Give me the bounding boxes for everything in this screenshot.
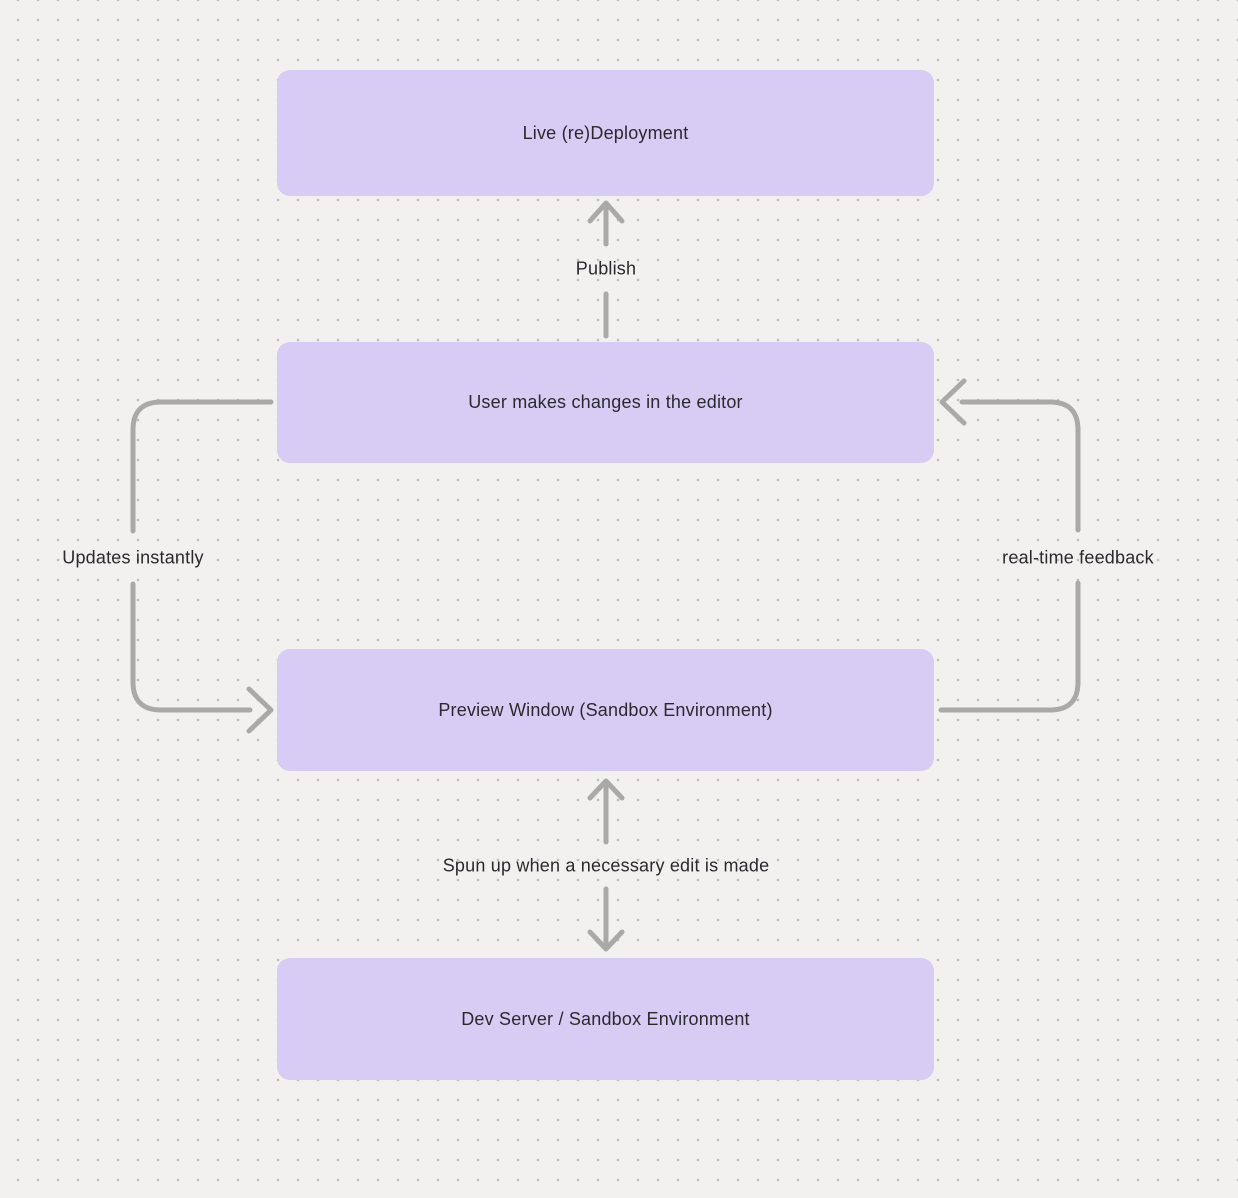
arrow-shaft [959, 399, 1081, 533]
node-preview-window[interactable]: Preview Window (Sandbox Environment) [277, 649, 934, 771]
node-label: User makes changes in the editor [468, 392, 743, 412]
node-live-redeployment[interactable]: Live (re)Deployment [277, 70, 934, 196]
edge-label-realtime-feedback: real-time feedback [1002, 547, 1154, 568]
node-editor-changes[interactable]: User makes changes in the editor [277, 342, 934, 463]
node-dev-server[interactable]: Dev Server / Sandbox Environment [277, 958, 934, 1080]
edge-realtime-feedback-connector [938, 378, 1081, 713]
edge-label-publish: Publish [575, 258, 637, 279]
arrow-shaft [938, 580, 1081, 713]
edge-label-updates-instantly: Updates instantly [62, 547, 204, 568]
node-label: Dev Server / Sandbox Environment [461, 1008, 750, 1029]
edge-label-spun-up: Spun up when a necessary edit is made [442, 855, 770, 876]
node-label: Live (re)Deployment [522, 122, 689, 143]
arrowhead-left-icon [939, 378, 967, 426]
arrow-shaft [130, 399, 274, 534]
arrowhead-up-icon [587, 200, 625, 224]
arrowhead-down-icon [587, 929, 625, 952]
node-label: Preview Window (Sandbox Environment) [438, 699, 773, 720]
arrowhead-right-icon [246, 686, 274, 734]
arrow-shaft [130, 581, 253, 713]
arrowhead-up-icon [587, 778, 625, 801]
